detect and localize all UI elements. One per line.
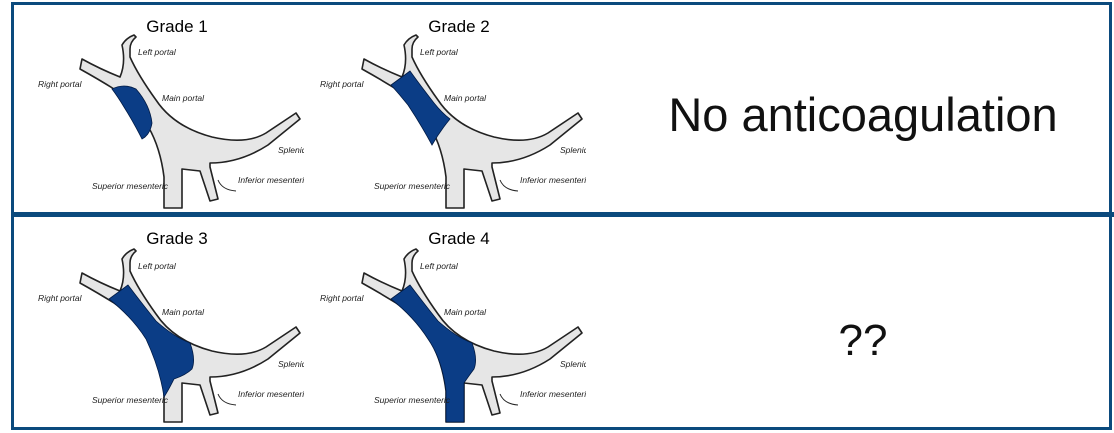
label-splenic: Splenic [560,359,586,369]
inferior-mesenteric-leader [218,180,236,191]
label-inferior-mesenteric: Inferior mesenteric [238,175,304,185]
label-superior-mesenteric: Superior mesenteric [92,395,169,405]
label-superior-mesenteric: Superior mesenteric [374,395,451,405]
label-main-portal: Main portal [444,93,487,103]
label-right-portal: Right portal [320,293,365,303]
label-splenic: Splenic [560,145,586,155]
treatment-note: No anticoagulation [614,87,1112,142]
label-inferior-mesenteric: Inferior mesenteric [520,389,586,399]
label-left-portal: Left portal [420,47,459,57]
inferior-mesenteric-leader [218,394,236,405]
label-superior-mesenteric: Superior mesenteric [92,181,169,191]
label-inferior-mesenteric: Inferior mesenteric [520,175,586,185]
label-left-portal: Left portal [138,261,177,271]
label-left-portal: Left portal [420,261,459,271]
treatment-note: ?? [614,316,1112,366]
label-superior-mesenteric: Superior mesenteric [374,181,451,191]
label-right-portal: Right portal [38,293,83,303]
label-right-portal: Right portal [38,79,83,89]
label-left-portal: Left portal [138,47,177,57]
label-main-portal: Main portal [162,93,205,103]
label-main-portal: Main portal [162,307,205,317]
inferior-mesenteric-leader [500,394,518,405]
label-main-portal: Main portal [444,307,487,317]
inferior-mesenteric-leader [500,180,518,191]
label-inferior-mesenteric: Inferior mesenteric [238,389,304,399]
label-right-portal: Right portal [320,79,365,89]
